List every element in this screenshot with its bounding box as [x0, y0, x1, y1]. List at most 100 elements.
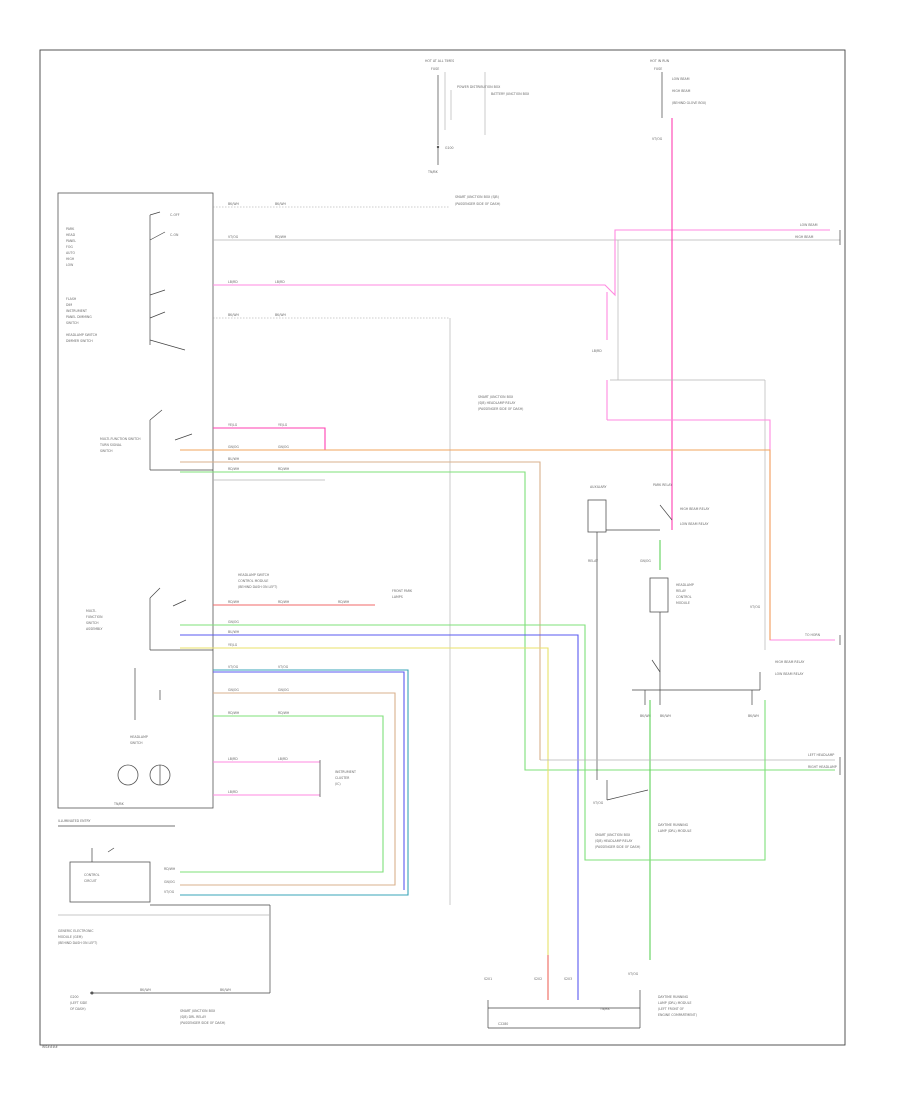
label-fuse-big: FUSE [654, 67, 662, 71]
label-bottom-right-note: DAYTIME RUNNING [658, 995, 689, 999]
wire-label-13b: VT/OG [278, 665, 289, 669]
mid-relay-block: SMART JUNCTION BOX (SJB) HEADLAMP RELAY … [478, 379, 835, 650]
label-dimmer-code: TN/BK [113, 802, 125, 806]
label-bottom-right-note2: LAMP (DRL) MODULE [658, 1001, 692, 1005]
label-left-block2-3: SWITCH [86, 621, 99, 625]
label-stack-10: INSTRUMENT [66, 309, 87, 313]
wire-label-17: LB/RD [228, 790, 238, 794]
label-lower-right-out2: RIGHT HEADLAMP [808, 765, 837, 769]
label-lower-right-out: LEFT HEADLAMP [808, 753, 834, 757]
wire-label-6b: GN/OG [278, 445, 289, 449]
label-mid-relay-note2: (SJB) HEADLAMP RELAY [478, 401, 515, 405]
label-stack-5: AUTO [66, 251, 75, 255]
wire-label-2b: RD/WH [275, 235, 287, 239]
wire-label-4b: BK/WH [275, 313, 287, 317]
wire-label-8b: RD/WH [278, 467, 290, 471]
label-bottom-mid-note3: (PASSENGER SIDE OF DASH) [180, 1021, 225, 1025]
label-left-block2-1: MULTI- [86, 609, 96, 613]
label-big-relay-box-1: SMART JUNCTION BOX [595, 833, 631, 837]
label-big-relay-note2: RELAY [676, 589, 686, 593]
wire-label-5: YE/LG [228, 423, 238, 427]
wire-label-7: BU/WH [228, 457, 240, 461]
label-headlamp-note2: SWITCH [130, 741, 143, 745]
wire-label-2: VT/OG [228, 235, 239, 239]
label-lower-left-note2: MODULE (GEM) [58, 935, 83, 939]
label-stack-1: PARK [66, 227, 75, 231]
wire-label-16b: LB/RD [278, 757, 288, 761]
wire-label-3: LB/RD [228, 280, 238, 284]
label-big-relay-box-3: (PASSENGER SIDE OF DASH) [595, 845, 640, 849]
label-control-circuit: CONTROL [84, 873, 100, 877]
label-lower-left-ground2: (LEFT SIDE [70, 1001, 87, 1005]
label-stack-9: DIM [66, 303, 72, 307]
label-mid-left-note2: CONTROL MODULE [238, 579, 268, 583]
label-bottom-connector: C2280 [498, 1022, 508, 1026]
label-bottom-left-l2: S202 [534, 977, 542, 981]
wire-label-1: BK/WH [228, 202, 240, 206]
label-bottom-left-l1: S201 [484, 977, 492, 981]
label-left-block2-2: FUNCTION [86, 615, 103, 619]
left-switch-stack: PARK HEAD PANEL FOG AUTO HIGH LOW FLASH … [66, 211, 186, 351]
label-hot-at-all-times: HOT AT ALL TIMES [425, 59, 454, 63]
label-bottom-connector-pins: TN/BK [599, 1007, 611, 1011]
label-stack-6: HIGH [66, 257, 75, 261]
label-bottom-mid-note2: (SJB) DRL RELAY [180, 1015, 206, 1019]
label-relay-pin-1: BK/WH [640, 714, 652, 718]
label-stack-3: PANEL [66, 239, 76, 243]
label-switch-left-1: MULTI-FUNCTION SWITCH [100, 437, 141, 441]
wire-label-16: LB/RD [228, 757, 238, 761]
label-dimmer-note3: (IC) [335, 782, 341, 786]
wire-label-9b: RD/WH [278, 600, 290, 604]
headlamp-switch-box [57, 192, 214, 809]
wire-label-1b: BK/WH [275, 202, 287, 206]
label-control-circuit2: CIRCUIT [84, 879, 97, 883]
gem-block: ILLUMINATED ENTRY CONTROL CIRCUIT GENERI… [58, 819, 271, 1025]
label-dimmer-note: INSTRUMENT [335, 770, 356, 774]
label-dimmer-note2: CLUSTER [335, 776, 350, 780]
label-big-relay-note4: MODULE [676, 601, 690, 605]
label-pins-b: C-ON [170, 233, 179, 237]
label-mid-left-note: HEADLAMP SWITCH [238, 573, 270, 577]
label-stack-2: HEAD [66, 233, 76, 237]
label-switch-left-2: TURN SIGNAL [99, 443, 122, 447]
label-mid-note-top2: (PASSENGER SIDE OF DASH) [455, 202, 500, 206]
label-wire-2: VT/OG [652, 137, 663, 141]
label-bottom-right-note4: ENGINE COMPARTMENT) [658, 1013, 697, 1017]
label-drl-note2: LAMP (DRL) MODULE [658, 829, 692, 833]
label-lower-left-ground: G200 [70, 995, 79, 999]
label-mid-left-target2: LAMPS [392, 595, 403, 599]
label-lower-left-title: ILLUMINATED ENTRY [58, 819, 90, 823]
label-bottom-mid-note: SMART JUNCTION BOX [180, 1009, 216, 1013]
label-mid-note-top: SMART JUNCTION BOX (SJB) [455, 195, 499, 199]
label-bottom-left-l3: S203 [564, 977, 572, 981]
label-relay-mid-3: PARK RELAY [653, 483, 672, 487]
wire-label-19: RD/WH [164, 867, 176, 871]
label-mid-left-target: FRONT PARK [392, 589, 413, 593]
wire-label-14: GN/OG [228, 688, 239, 692]
label-relay-right-r2: LOW BEAM RELAY [775, 672, 803, 676]
label-stack-11: PANEL DIMMING [66, 315, 92, 319]
wire-label-9: RD/WH [228, 600, 240, 604]
wire-label-pink-v: LB/RD [592, 349, 602, 353]
label-relay-mid-1: AUXILIARY [590, 485, 607, 489]
right-lower-outputs: LEFT HEADLAMP RIGHT HEADLAMP VT/OG SMART… [540, 700, 837, 861]
wire-label-14b: GN/OG [278, 688, 289, 692]
wire-label-11: BU/WH [228, 630, 240, 634]
label-g100-top: G100 [445, 146, 454, 150]
label-stack-4: FOG [66, 245, 73, 249]
label-relay-pin-2: BK/WH [660, 714, 672, 718]
label-hot-in-run: HOT IN RUN [650, 59, 670, 63]
label-drl-top: VT/OG [628, 972, 639, 976]
label-mid-relay-note3: (PASSENGER SIDE OF DASH) [478, 407, 523, 411]
label-relay-right-3: (BEHIND GLOVE BOX) [672, 101, 706, 105]
label-left-switch-a: HEADLAMP SWITCH [66, 333, 98, 337]
wire-label-4: BK/WH [228, 313, 240, 317]
top-wires: BK/WH BK/WH SMART JUNCTION BOX (SJB) (PA… [213, 118, 840, 905]
mid-wires: YE/LG YE/LG GN/OG GN/OG BU/WH RD/WH RD/W… [180, 423, 835, 771]
label-big-relay-note: HEADLAMP [676, 583, 694, 587]
label-high-beam-out: HIGH BEAM [795, 235, 814, 239]
label-pins-a: C-OFF [170, 213, 180, 217]
center-relays: AUXILIARY RELAY PARK RELAY HIGH BEAM REL… [587, 483, 804, 960]
label-fuse-detail-top: POWER DISTRIBUTION BOX [457, 85, 501, 89]
